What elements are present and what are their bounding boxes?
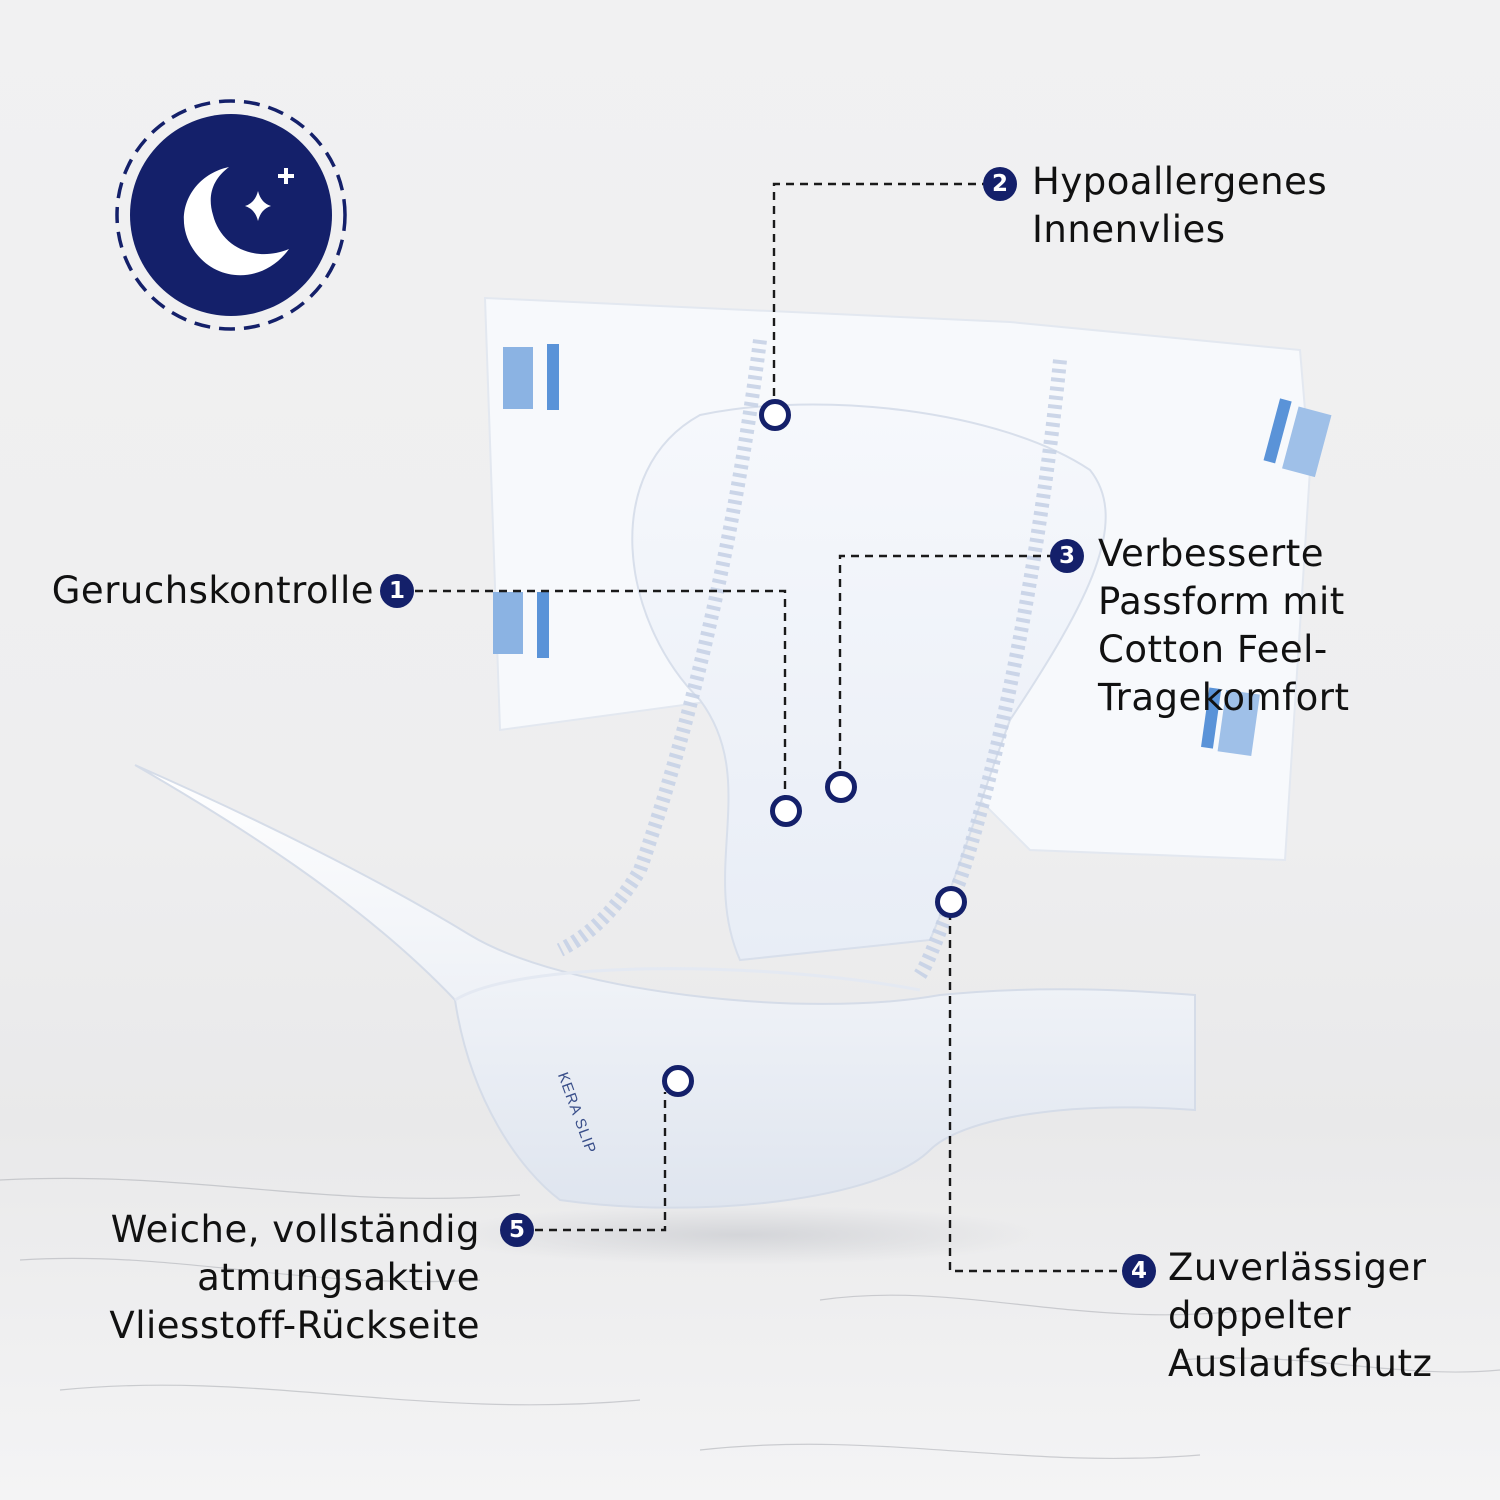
feature-number-5: 5: [500, 1213, 534, 1247]
night-badge: [113, 97, 349, 333]
feature-label-odor-control: Geruchskontrolle: [51, 569, 374, 612]
hotspot-inner-fleece[interactable]: [759, 399, 791, 431]
feature-label-improved-fit: Verbesserte Passform mit Cotton Feel- Tr…: [1098, 532, 1350, 719]
tape-tabs: [493, 344, 1332, 757]
hotspot-fit[interactable]: [825, 771, 857, 803]
leader-lines: [415, 182, 1122, 1273]
hotspot-leak-guard[interactable]: [935, 886, 967, 918]
feature-label-leak-protection: Zuverlässiger doppelter Auslaufschutz: [1168, 1246, 1433, 1385]
marble-veins: [0, 1177, 1500, 1460]
feature-number-3: 3: [1050, 539, 1084, 573]
moon-stars-icon: [115, 99, 347, 331]
feature-number-1: 1: [380, 574, 414, 608]
feature-label-breathable-backsheet: Weiche, vollständig atmungsaktive Vliess…: [109, 1208, 480, 1347]
hotspot-backsheet[interactable]: [662, 1065, 694, 1097]
hotspot-odor-control[interactable]: [770, 795, 802, 827]
feature-number-4: 4: [1122, 1254, 1156, 1288]
feature-label-hypoallergenic-fleece: Hypoallergenes Innenvlies: [1032, 160, 1328, 251]
feature-number-2: 2: [983, 167, 1017, 201]
